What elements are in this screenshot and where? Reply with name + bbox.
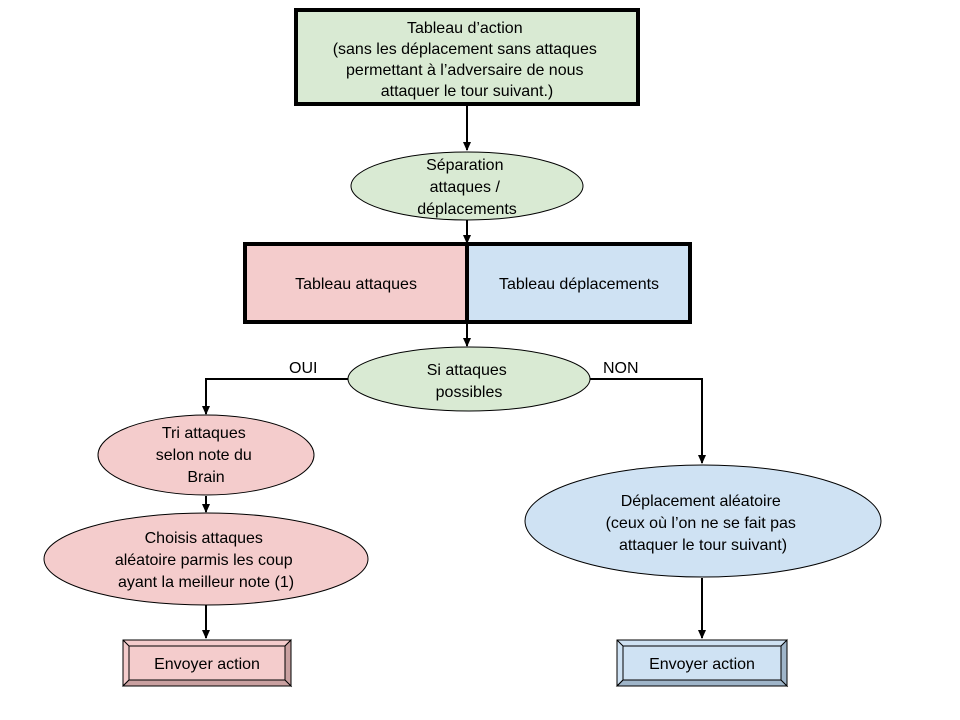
node-choisis-attaques-label: Choisis attaques aléatoire parmis les co… — [115, 530, 297, 591]
node-tables: Tableau attaques Tableau déplacements — [243, 242, 692, 324]
node-choisis-attaques-shape — [43, 512, 369, 606]
node-deplacement-aleatoire-label: Déplacement aléatoire (ceux où l’on ne s… — [606, 493, 801, 554]
node-envoyer-right-inner — [622, 645, 782, 681]
node-separation: Séparation attaques / déplacements — [350, 151, 584, 221]
tableau-deplacements-label: Tableau déplacements — [499, 276, 659, 293]
tableau-action-line-2: (sans les déplacement sans attaques — [333, 41, 597, 58]
envoyer-right-label: Envoyer action — [649, 656, 755, 673]
tableau-attaques-label: Tableau attaques — [295, 276, 417, 293]
edge-decision-non — [590, 378, 706, 464]
si-attaques-line-1: Si attaques — [427, 362, 507, 379]
separation-line-1: Séparation — [426, 157, 503, 174]
tableau-action-line-3: permettant à l’adversaire de nous — [346, 62, 583, 79]
node-separation-label: Séparation attaques / déplacements — [417, 157, 517, 218]
separation-line-2: attaques / — [430, 179, 501, 196]
tri-attaques-line-3: Brain — [187, 469, 224, 486]
node-tableau-action-shape — [294, 8, 640, 106]
node-envoyer-right: Envoyer action — [615, 638, 789, 688]
node-choisis-attaques: Choisis attaques aléatoire parmis les co… — [43, 512, 369, 606]
node-deplacement-aleatoire-shape — [524, 464, 882, 578]
node-envoyer-left: Envoyer action — [121, 638, 293, 688]
choisis-attaques-line-3: ayant la meilleur note (1) — [118, 574, 294, 591]
edge-label-oui: OUI — [289, 360, 317, 377]
node-envoyer-right-bevel — [616, 639, 624, 687]
si-attaques-line-2: possibles — [436, 384, 503, 401]
node-tri-attaques-label: Tri attaques selon note du Brain — [156, 425, 257, 486]
choisis-attaques-line-1: Choisis attaques — [145, 530, 263, 547]
deplacement-line-3: attaquer le tour suivant) — [619, 537, 787, 554]
envoyer-left-label: Envoyer action — [154, 656, 260, 673]
node-tableau-action: Tableau d’action (sans les déplacement s… — [294, 8, 640, 106]
node-si-attaques-label: Si attaques possibles — [427, 362, 512, 401]
edges — [202, 105, 706, 639]
node-si-attaques: Si attaques possibles — [347, 346, 591, 412]
node-tableau-attaques-shape — [243, 242, 469, 324]
tableau-action-line-4: attaquer le tour suivant.) — [381, 83, 554, 100]
separation-line-3: déplacements — [417, 201, 517, 218]
node-envoyer-left-inner — [128, 645, 286, 681]
node-tri-attaques: Tri attaques selon note du Brain — [97, 414, 315, 496]
node-tri-attaques-shape — [97, 414, 315, 496]
deplacement-line-2: (ceux où l’on ne se fait pas — [606, 515, 796, 532]
node-tableau-deplacements-shape — [465, 242, 692, 324]
deplacement-line-1: Déplacement aléatoire — [621, 493, 781, 510]
node-deplacement-aleatoire: Déplacement aléatoire (ceux où l’on ne s… — [524, 464, 882, 578]
tri-attaques-line-1: Tri attaques — [162, 425, 246, 442]
tableau-action-line-1: Tableau d’action — [407, 20, 523, 37]
edge-label-non: NON — [603, 360, 639, 377]
node-separation-shape — [350, 151, 584, 221]
tri-attaques-line-2: selon note du — [156, 447, 252, 464]
edge-decision-oui — [202, 378, 348, 415]
node-si-attaques-shape — [347, 346, 591, 412]
node-tableau-action-label: Tableau d’action (sans les déplacement s… — [333, 20, 602, 100]
choisis-attaques-line-2: aléatoire parmis les coup — [115, 552, 293, 569]
